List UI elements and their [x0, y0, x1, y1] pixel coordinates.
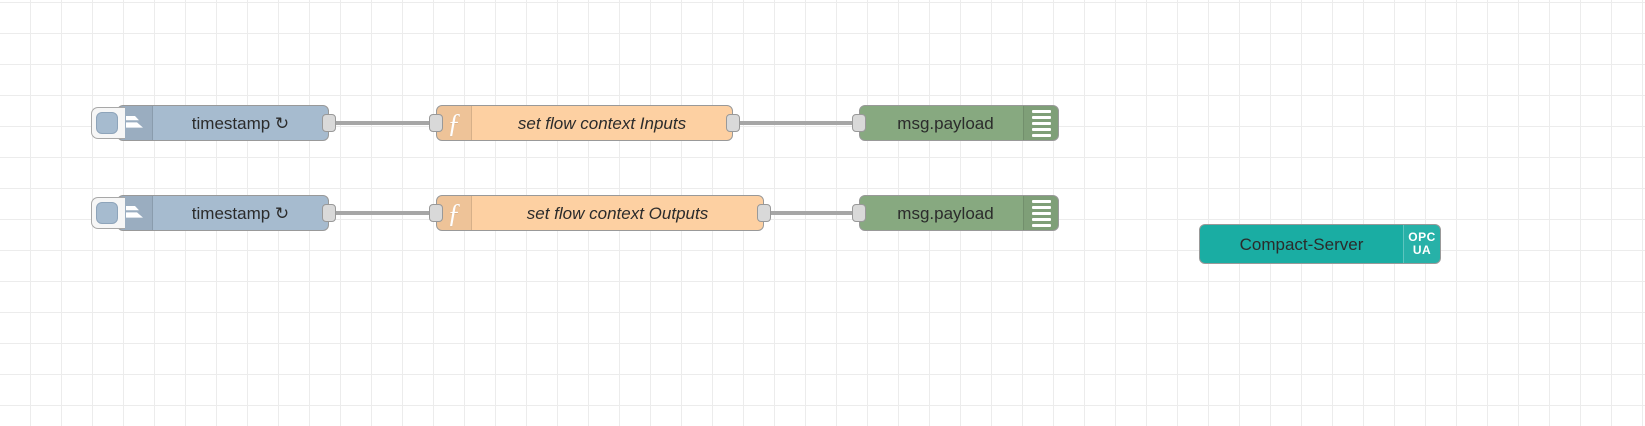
node-opcua-compact-server[interactable]: Compact-Server OPC UA: [1199, 224, 1441, 264]
node-inject-1-label: timestamp ↻: [191, 113, 290, 133]
node-function-1-input-port[interactable]: [429, 114, 443, 132]
node-inject-1[interactable]: timestamp ↻: [91, 105, 336, 141]
wire-inject-to-function-2[interactable]: [330, 211, 436, 215]
node-debug-1[interactable]: msg.payload: [852, 105, 1078, 141]
node-function-2[interactable]: ƒ set flow context Outputs: [429, 195, 771, 231]
node-function-2-output-port[interactable]: [757, 204, 771, 222]
node-inject-2-label: timestamp ↻: [191, 203, 290, 223]
inject-trigger-button-1[interactable]: [91, 107, 125, 139]
inject-trigger-button-2[interactable]: [91, 197, 125, 229]
node-function-1-output-port[interactable]: [726, 114, 740, 132]
node-debug-2-input-port[interactable]: [852, 204, 866, 222]
function-f-icon: ƒ: [437, 196, 472, 230]
wire-inject-to-function-1[interactable]: [330, 121, 436, 125]
node-debug-2-label: msg.payload: [897, 203, 994, 223]
opcua-icon: OPC UA: [1403, 225, 1440, 263]
node-function-1-label: set flow context Inputs: [517, 113, 687, 133]
node-inject-2-output-port[interactable]: [322, 204, 336, 222]
node-debug-2[interactable]: msg.payload: [852, 195, 1078, 231]
node-inject-1-output-port[interactable]: [322, 114, 336, 132]
node-function-1[interactable]: ƒ set flow context Inputs: [429, 105, 740, 141]
node-debug-1-label: msg.payload: [897, 113, 994, 133]
opcua-icon-line2: UA: [1412, 243, 1432, 257]
wire-function-to-debug-1[interactable]: [733, 121, 859, 125]
node-debug-1-input-port[interactable]: [852, 114, 866, 132]
inject-trigger-button-inner: [96, 112, 118, 134]
node-function-2-input-port[interactable]: [429, 204, 443, 222]
debug-bars-icon: [1023, 196, 1058, 230]
debug-bars-icon: [1023, 106, 1058, 140]
wire-function-to-debug-2[interactable]: [764, 211, 859, 215]
opcua-icon-line1: OPC: [1408, 230, 1436, 244]
inject-trigger-button-inner: [96, 202, 118, 224]
node-inject-2[interactable]: timestamp ↻: [91, 195, 336, 231]
node-function-2-label: set flow context Outputs: [526, 203, 709, 223]
node-opcua-label: Compact-Server: [1239, 234, 1364, 254]
